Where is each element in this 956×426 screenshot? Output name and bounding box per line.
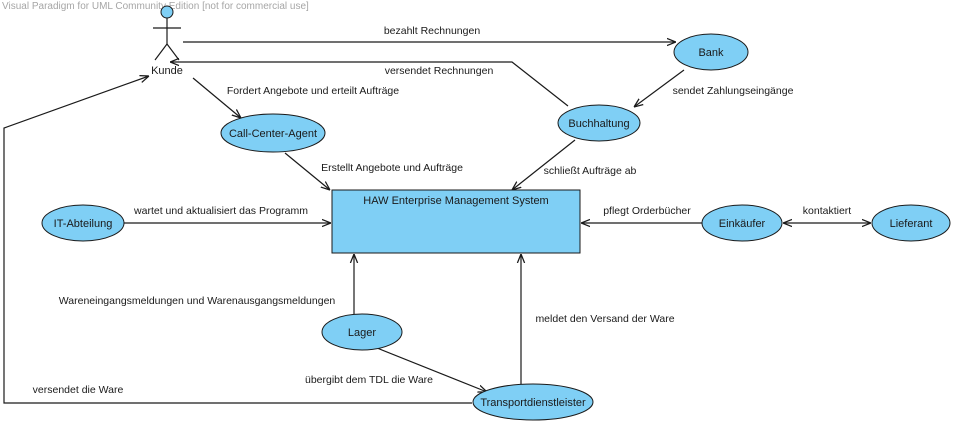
edge-label-it-system: wartet und aktualisiert das Programm — [133, 205, 308, 217]
edge-bank-buchhaltung — [634, 69, 685, 107]
edge-label-tdl-kunde: versendet die Ware — [33, 384, 124, 396]
system-label: HAW Enterprise Management System — [363, 195, 548, 207]
usecase-einkaeufer[interactable] — [701, 204, 783, 242]
usecase-lieferant[interactable] — [871, 204, 951, 242]
watermark: Visual Paradigm for UML Community Editio… — [2, 1, 309, 12]
edge-label-einkaeufer-lieferant: kontaktiert — [803, 205, 852, 217]
usecase-buchhaltung-label: Buchhaltung — [568, 118, 629, 130]
usecase-lieferant-label: Lieferant — [890, 218, 933, 230]
usecase-einkaeufer-label: Einkäufer — [719, 218, 766, 230]
edge-tdl-kunde — [3, 76, 472, 404]
edge-buchhaltung-kunde — [170, 62, 569, 107]
actor-kunde[interactable] — [153, 5, 181, 61]
edge-label-callcenter-system: Erstellt Angebote und Aufträge — [321, 162, 463, 174]
edge-label-lager-tdl: übergibt dem TDL die Ware — [305, 374, 433, 386]
actor-head-icon — [160, 5, 174, 19]
edge-label-kunde-bank: bezahlt Rechnungen — [384, 25, 480, 37]
usecase-it-abteilung-label: IT-Abteilung — [54, 218, 113, 230]
usecase-transportdienstleister-label: Transportdienstleister — [480, 397, 586, 409]
edge-lager-tdl — [371, 345, 487, 392]
edge-label-bank-buchhaltung: sendet Zahlungseingänge — [673, 85, 794, 97]
edge-label-einkaeufer-system: pflegt Orderbücher — [603, 205, 691, 217]
edge-buchhaltung-system — [512, 139, 576, 190]
usecase-callcenter[interactable] — [220, 113, 326, 153]
edge-label-kunde-callcenter: Fordert Angebote und erteilt Aufträge — [227, 85, 399, 97]
edge-label-buchhaltung-system: schließt Aufträge ab — [544, 165, 637, 177]
usecase-bank[interactable] — [673, 33, 749, 71]
edge-label-buchhaltung-kunde: versendet Rechnungen — [385, 65, 494, 77]
actor-kunde-label: Kunde — [151, 65, 183, 77]
usecase-callcenter-label: Call-Center-Agent — [229, 128, 317, 140]
edge-label-tdl-system: meldet den Versand der Ware — [535, 313, 674, 325]
usecase-lager-label: Lager — [348, 327, 376, 339]
usecase-lager[interactable] — [321, 313, 403, 351]
usecase-buchhaltung[interactable] — [557, 104, 641, 142]
edge-callcenter-system — [284, 152, 330, 190]
usecase-bank-label: Bank — [698, 47, 724, 59]
usecase-it-abteilung[interactable] — [41, 204, 125, 242]
usecase-transportdienstleister[interactable] — [472, 383, 594, 421]
edge-kunde-callcenter — [192, 77, 241, 118]
edge-label-lager-system: Wareneingangsmeldungen und Warenausgangs… — [59, 295, 336, 307]
system-box[interactable] — [331, 189, 581, 254]
